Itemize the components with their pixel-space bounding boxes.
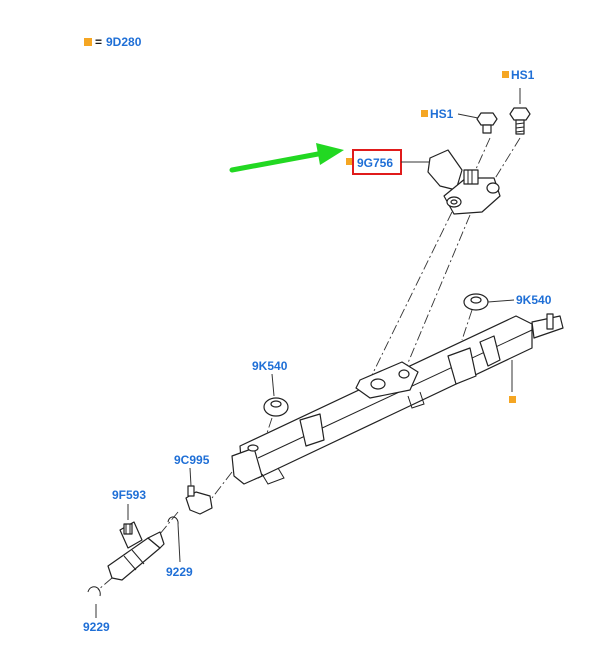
sensor-marker: [346, 158, 353, 165]
hs1-top-label: HS1: [511, 68, 535, 82]
hs1-left-lead: [457, 113, 479, 119]
legend-equals: =: [95, 35, 102, 49]
clip-lead: [189, 467, 192, 487]
green-arrow-head: [316, 143, 344, 165]
axis-line-5: [461, 309, 473, 341]
sensor-label: 9G756: [357, 156, 393, 170]
rail-marker: [509, 396, 516, 403]
fuel-rail[interactable]: [231, 313, 564, 485]
fuel-pressure-sensor[interactable]: [427, 149, 501, 215]
o-ring-mid[interactable]: [167, 516, 179, 525]
seal-left-label: 9K540: [252, 359, 288, 373]
hs1-left-label: HS1: [430, 107, 454, 121]
legend-code: 9D280: [106, 35, 142, 49]
o-ring-mid-label: 9229: [166, 565, 193, 579]
axis-line-9: [97, 577, 113, 591]
axis-line-4: [404, 214, 471, 371]
bolt-right[interactable]: [509, 107, 531, 135]
fuel-injector[interactable]: [107, 521, 165, 581]
legend-marker: [84, 38, 92, 46]
axis-line-3: [371, 211, 453, 376]
hs1-top-marker: [502, 71, 509, 78]
green-arrow: [229, 151, 321, 173]
seal-left-lead: [271, 373, 275, 397]
seal-right-lead: [487, 299, 515, 303]
injector-clip[interactable]: [185, 485, 213, 515]
seal-left[interactable]: [263, 397, 289, 417]
o-ring-bottom-label: 9229: [83, 620, 110, 634]
bolt-left[interactable]: [476, 112, 498, 134]
o-ring-mid-lead: [177, 523, 181, 563]
axis-line-2: [477, 137, 521, 207]
seal-right[interactable]: [463, 293, 489, 311]
injector-label: 9F593: [112, 488, 146, 502]
o-ring-bottom[interactable]: [87, 586, 101, 597]
clip-label: 9C995: [174, 453, 210, 467]
seal-right-label: 9K540: [516, 293, 552, 307]
hs1-left-marker: [421, 110, 428, 117]
axis-line-7: [211, 471, 233, 499]
